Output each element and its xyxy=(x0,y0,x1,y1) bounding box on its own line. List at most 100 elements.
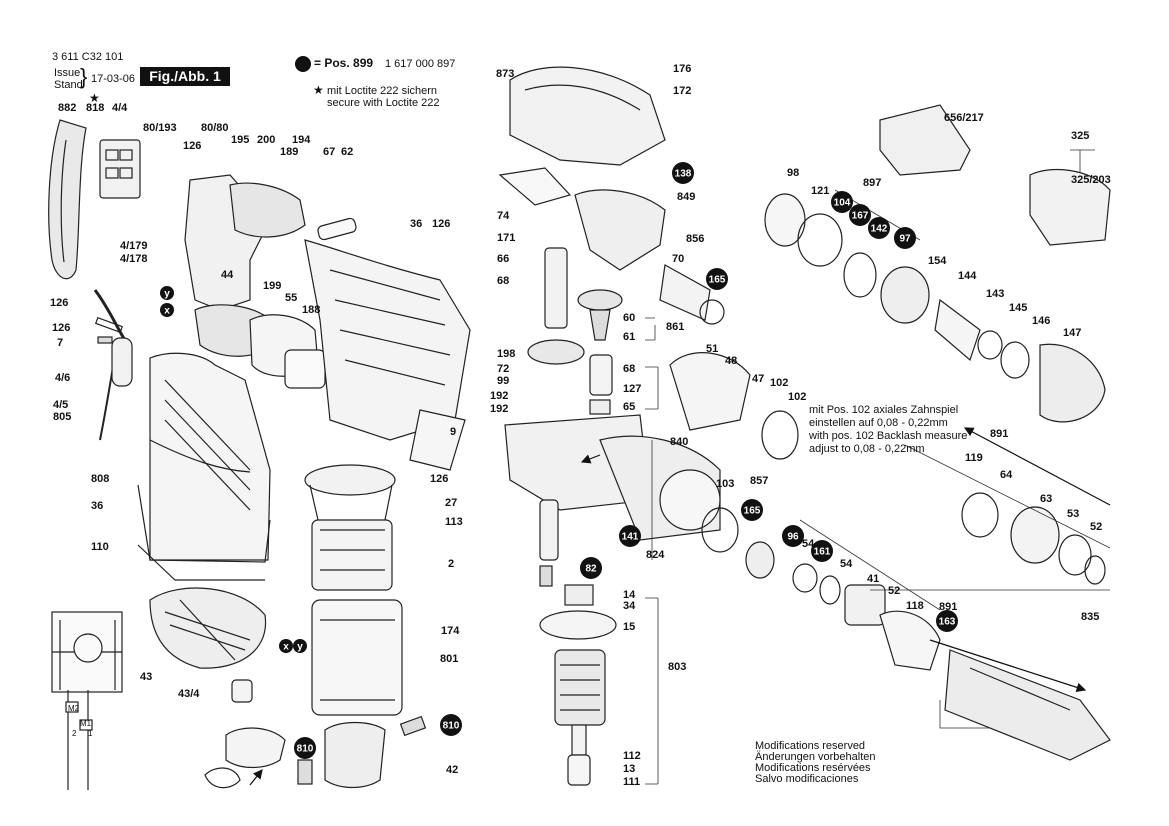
pos-label: = Pos. 899 xyxy=(314,56,374,70)
part-label: 145 xyxy=(1009,302,1027,314)
circle-marker: 141 xyxy=(619,525,641,547)
part-label: 72 xyxy=(497,363,509,375)
circle-marker-label: 161 xyxy=(814,547,831,558)
part-label: 62 xyxy=(341,146,353,158)
part-label: 144 xyxy=(958,270,977,282)
part-label: 873 xyxy=(496,68,514,80)
pos-number: 1 617 000 897 xyxy=(385,58,456,70)
part-label: 7 xyxy=(57,337,63,349)
part-label: 146 xyxy=(1032,315,1050,327)
circle-marker: 142 xyxy=(868,217,890,239)
part-label: 4/4 xyxy=(112,102,128,114)
part-label: 198 xyxy=(497,348,515,360)
part-label: 80/80 xyxy=(201,122,229,134)
gearbox-drawing xyxy=(498,66,799,587)
part-label: 9 xyxy=(450,426,456,438)
wire-marker-label: y xyxy=(164,289,170,300)
part-label: 805 xyxy=(53,411,71,423)
issue-date: 17-03-06 xyxy=(91,73,136,85)
circle-marker: 810 xyxy=(294,737,316,759)
wire-marker: x xyxy=(279,639,293,653)
part-label: 13 xyxy=(623,763,635,775)
backlash-en-1: with pos. 102 Backlash measure xyxy=(809,430,968,442)
motor-housing-drawing xyxy=(184,174,471,471)
part-label: 172 xyxy=(673,85,691,97)
circle-marker-label: 138 xyxy=(675,169,692,180)
backlash-de-2: einstellen auf 0,08 - 0,22mm xyxy=(809,417,948,429)
part-label: 803 xyxy=(668,661,686,673)
part-label: 818 xyxy=(86,102,104,114)
circle-marker-label: 104 xyxy=(834,198,851,209)
part-label: 189 xyxy=(280,146,298,158)
modifications-line-2: Änderungen vorbehalten xyxy=(755,751,876,763)
part-label: 14 xyxy=(623,589,636,601)
part-label: 126 xyxy=(430,473,448,485)
circle-marker-label: 96 xyxy=(787,532,799,543)
circle-marker: 97 xyxy=(894,227,916,249)
part-label: 126 xyxy=(183,140,201,152)
wire-marker-label: y xyxy=(297,642,303,653)
part-label: 891 xyxy=(990,428,1008,440)
part-label: 200 xyxy=(257,134,275,146)
part-label: 74 xyxy=(497,210,510,222)
part-label: 111 xyxy=(623,776,640,788)
part-label: 4/178 xyxy=(120,253,148,265)
part-label: 325/203 xyxy=(1071,174,1111,186)
direction-arrows xyxy=(249,427,1111,786)
part-label: 15 xyxy=(623,621,635,633)
pos-dot-icon xyxy=(295,56,311,72)
part-label: 27 xyxy=(445,497,457,509)
part-label: 325 xyxy=(1071,130,1089,142)
part-label: 41 xyxy=(867,573,879,585)
circle-marker-label: 165 xyxy=(744,506,761,517)
part-label: 835 xyxy=(1081,611,1099,623)
part-label: 808 xyxy=(91,473,109,485)
part-label: 126 xyxy=(52,322,70,334)
part-label: 861 xyxy=(666,321,684,333)
part-label: 44 xyxy=(221,269,234,281)
part-label: 99 xyxy=(497,375,509,387)
part-label: 188 xyxy=(302,304,320,316)
part-label: 824 xyxy=(646,549,665,561)
part-label: 66 xyxy=(497,253,509,265)
part-label: 143 xyxy=(986,288,1004,300)
circle-marker-label: 163 xyxy=(939,617,956,628)
circle-marker: 138 xyxy=(672,162,694,184)
part-label: 67 xyxy=(323,146,335,158)
part-label: 103 xyxy=(716,478,734,490)
part-label: 64 xyxy=(1000,469,1013,481)
part-label: 857 xyxy=(750,475,768,487)
circle-marker: 163 xyxy=(936,610,958,632)
circle-marker-label: 810 xyxy=(443,721,460,732)
part-label: 849 xyxy=(677,191,695,203)
part-label: 43/4 xyxy=(178,688,200,700)
part-label: 102 xyxy=(788,391,806,403)
part-label: 110 xyxy=(91,541,109,553)
schematic-label: M2 xyxy=(68,704,80,713)
circle-marker-label: 810 xyxy=(297,744,314,755)
modifications-line-4: Salvo modificaciones xyxy=(755,773,859,785)
part-label: 656/217 xyxy=(944,112,984,124)
armature-drawing xyxy=(539,584,617,786)
part-label: 55 xyxy=(285,292,297,304)
part-label: 47 xyxy=(752,373,764,385)
schematic-label: M1 xyxy=(80,719,92,728)
part-label: 43 xyxy=(140,671,152,683)
backlash-note: mit Pos. 102 axiales Zahnspiel einstelle… xyxy=(809,404,967,456)
circle-marker: 104 xyxy=(831,191,853,213)
part-label: 36 xyxy=(410,218,422,230)
circle-marker-label: 167 xyxy=(852,211,869,222)
circle-marker-label: 141 xyxy=(622,532,639,543)
part-label: 42 xyxy=(446,764,458,776)
part-label: 2 xyxy=(448,558,454,570)
part-label: 80/193 xyxy=(143,122,177,134)
part-label: 171 xyxy=(497,232,515,244)
circle-marker: 165 xyxy=(706,268,728,290)
part-label: 118 xyxy=(906,600,924,612)
figure-label: Fig./Abb. 1 xyxy=(140,67,230,86)
part-label: 199 xyxy=(263,280,281,292)
part-label: 147 xyxy=(1063,327,1081,339)
wire-marker: x xyxy=(160,303,174,317)
backlash-en-2: adjust to 0,08 - 0,22mm xyxy=(809,443,925,455)
